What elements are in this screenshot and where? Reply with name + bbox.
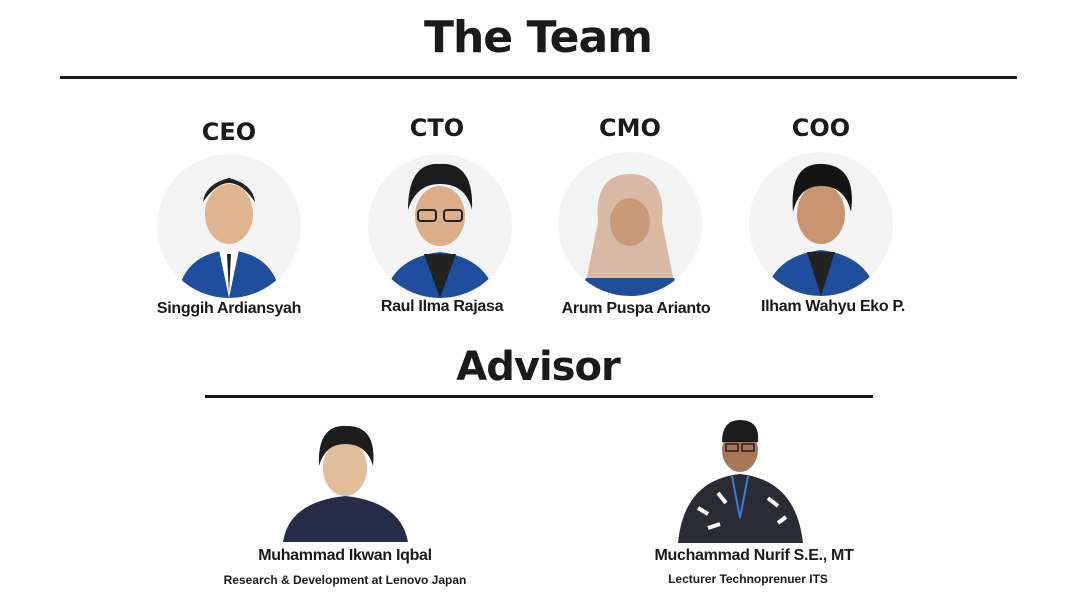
name-cto: Raul Ilma Rajasa [380,298,504,315]
role-ceo: CEO [201,118,257,146]
advisor-1-position: Research & Development at Lenovo Japan [223,573,467,587]
role-cmo: CMO [599,114,661,142]
photo-advisor-2 [678,418,803,543]
photo-coo [749,152,893,296]
advisor-1-name: Muhammad Ikwan Iqbal [258,547,432,564]
role-cto: CTO [409,114,465,142]
name-cmo: Arum Puspa Arianto [561,300,711,317]
photo-advisor-1 [283,420,408,542]
photo-cto [368,154,512,298]
name-ceo: Singgih Ardiansyah [156,300,302,317]
advisor-heading: Advisor [456,344,620,390]
name-coo: Ilham Wahyu Eko P. [761,298,905,315]
photo-ceo [157,154,301,298]
photo-cmo [558,152,702,296]
title-divider [60,76,1017,79]
role-coo: COO [791,114,851,142]
advisor-divider [205,395,873,398]
advisor-2-name: Muchammad Nurif S.E., MT [654,547,854,564]
page-title: The Team [423,12,653,63]
advisor-2-position: Lecturer Technoprenuer ITS [668,572,828,586]
